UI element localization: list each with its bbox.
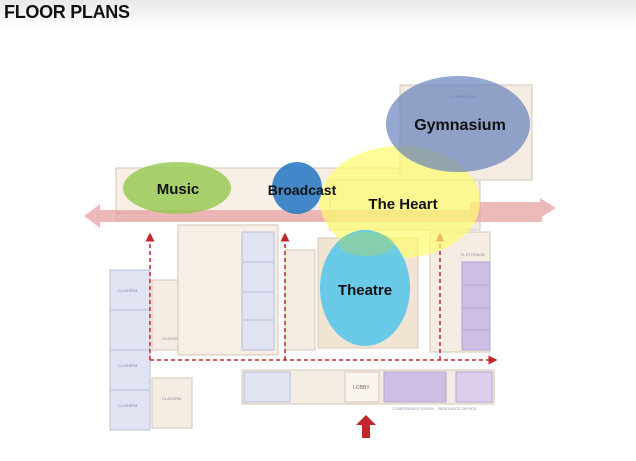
- classroom-label-b: CLASSRM: [118, 363, 137, 368]
- classroom-label-c: CLASSRM: [118, 403, 137, 408]
- theatre-zone: [320, 230, 410, 346]
- gymnasium-zone: [386, 76, 530, 172]
- stair-block: [284, 249, 316, 351]
- lobby-label: LOBBY: [353, 385, 370, 391]
- theatre-label: Theatre: [338, 282, 392, 299]
- broadcast-label: Broadcast: [268, 182, 337, 198]
- heart-zone: [320, 146, 480, 258]
- resource-office-label: RESOURCE OFFICE: [438, 406, 477, 411]
- heart-label: The Heart: [368, 196, 437, 213]
- blue-room-stack: [241, 231, 275, 351]
- gymnasium-label: Gymnasium: [414, 117, 506, 134]
- broadcast-zone: [272, 162, 322, 214]
- ta-storage-label: TA STORAGE: [460, 252, 486, 257]
- header-band: [0, 0, 636, 28]
- lower-classroom: [151, 377, 193, 429]
- purple-room-column: [461, 261, 491, 351]
- admin-purple-right: [455, 371, 493, 403]
- conference-room-label: CONFERENCE ROOM: [392, 406, 434, 411]
- music-zone: [123, 162, 231, 214]
- admin-purple-rooms: [383, 371, 447, 403]
- wayfinding-paths: [145, 232, 498, 365]
- theatre-heart-overlap: [338, 232, 394, 256]
- classroom-label-a: CLASSRM: [118, 288, 137, 293]
- page-title: FLOOR PLANS: [4, 2, 130, 22]
- classroom-label-d: CLASSRM: [162, 336, 181, 341]
- classroom-label-e: CLASSRM: [162, 396, 181, 401]
- music-label: Music: [157, 181, 200, 198]
- entry-arrow: [356, 415, 376, 438]
- lobby-room: [344, 371, 380, 403]
- admin-blue-rooms: [243, 371, 291, 403]
